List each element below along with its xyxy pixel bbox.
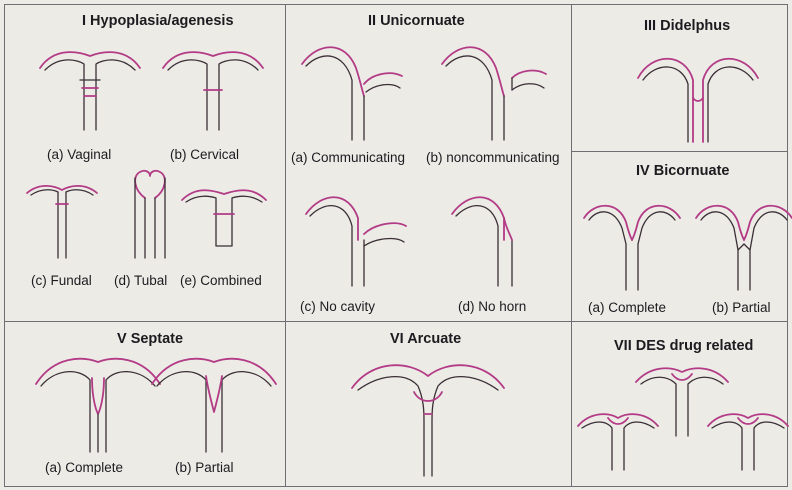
drawing-cervical-hypoplasia [163,52,263,130]
drawing-des-right [708,414,788,470]
drawing-vaginal-hypoplasia [40,52,140,130]
drawing-arcuate [352,365,504,476]
drawing-unicornuate-no-cavity [306,197,406,286]
drawing-septate-partial [152,359,276,452]
drawing-unicornuate-no-horn [452,197,512,286]
drawing-bicornuate-partial [696,206,792,290]
drawing-unicornuate-communicating [302,47,402,140]
drawing-fundal-hypoplasia [27,186,97,258]
drawing-des-left [578,414,658,470]
drawing-unicornuate-noncommunicating [442,47,546,140]
drawing-bicornuate-complete [584,206,680,290]
drawing-septate-complete [36,359,160,452]
drawing-tubal-hypoplasia [135,171,165,258]
drawing-didelphus [638,59,758,142]
drawing-combined-hypoplasia [182,190,266,246]
